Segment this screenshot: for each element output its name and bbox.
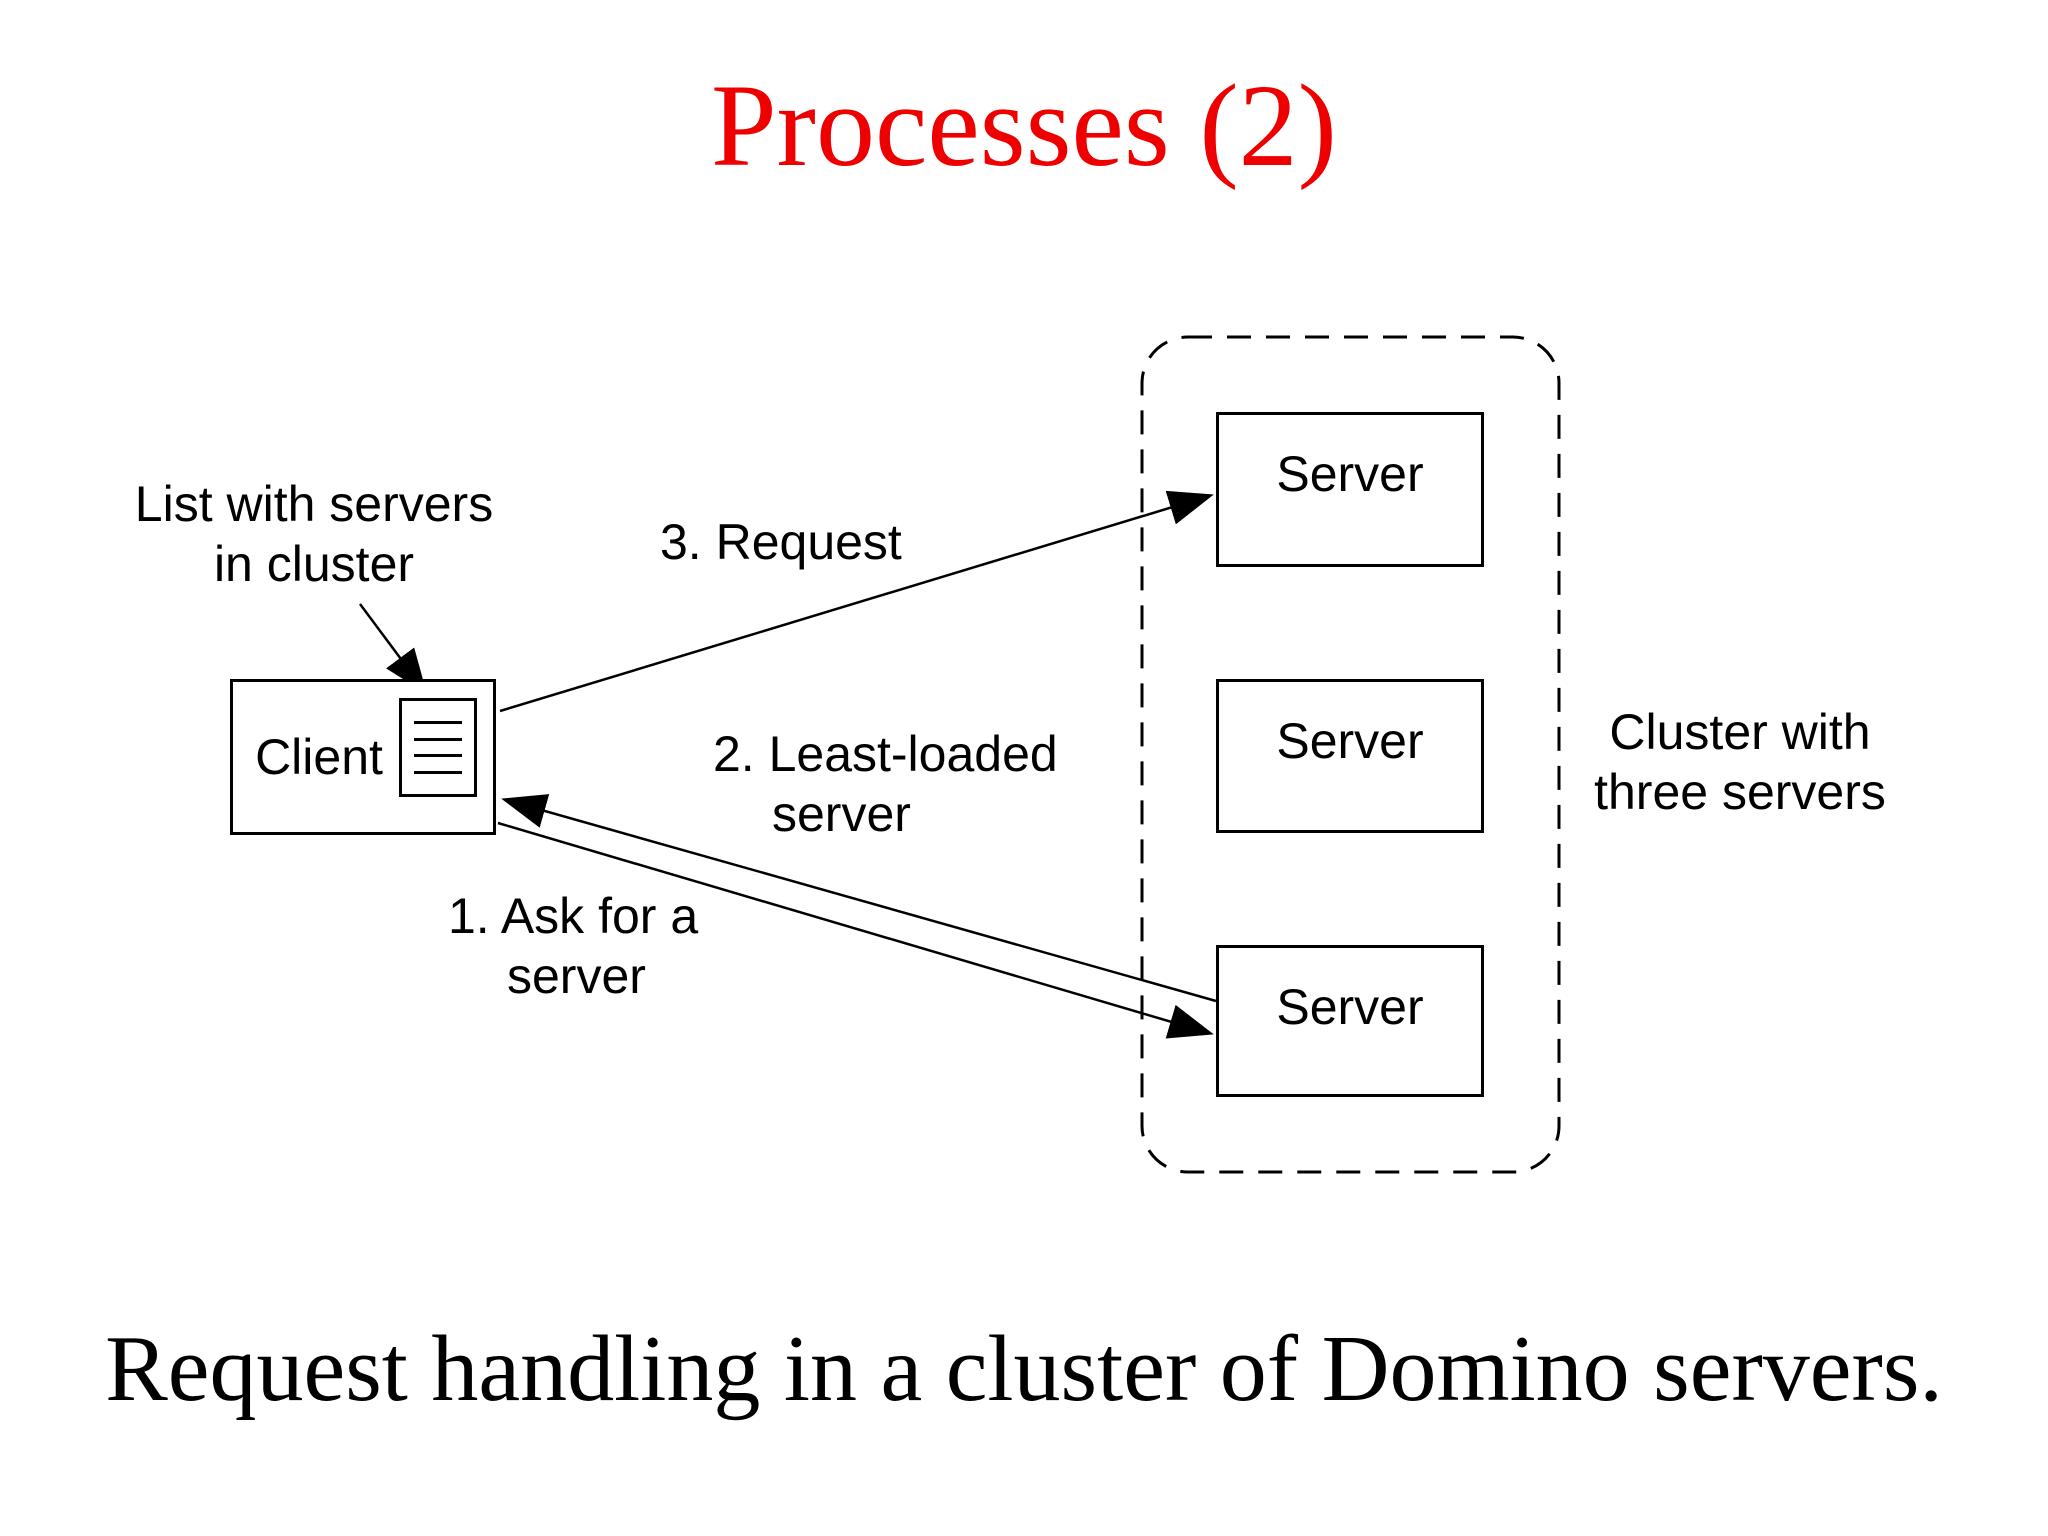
cluster-note: Cluster with three servers [1570, 702, 1910, 822]
server-label: Server [1276, 979, 1424, 1035]
list-line-icon [414, 720, 462, 724]
client-box: Client [230, 679, 496, 835]
list-line-icon [414, 754, 462, 758]
list-note-line1: List with servers [134, 476, 494, 532]
server-box-2: Server [1216, 679, 1484, 833]
list-note-arrow [358, 603, 427, 695]
slide-title: Processes (2) [711, 60, 1337, 191]
client-label: Client [255, 729, 383, 785]
cluster-note-line2: three servers [1594, 764, 1886, 820]
list-line-icon [414, 771, 462, 775]
slide-caption: Request handling in a cluster of Domino … [105, 1317, 1943, 1421]
step2-response-arrow [501, 794, 1217, 1003]
step3-request-arrow [499, 490, 1214, 713]
list-line-icon [414, 737, 462, 741]
step-1-line2: server [507, 948, 646, 1004]
list-note-line2: in cluster [213, 536, 415, 592]
step-2-label: 2. Least-loaded server [713, 724, 1058, 844]
step-2-line1: 2. Least-loaded [713, 726, 1058, 782]
server-box-3: Server [1216, 945, 1484, 1097]
server-label: Server [1276, 446, 1424, 502]
step-3-text: 3. Request [660, 514, 902, 570]
cluster-note-line1: Cluster with [1609, 704, 1871, 760]
server-label: Server [1276, 713, 1424, 769]
step1-ask-arrow [497, 821, 1214, 1039]
cluster-boundary [1140, 335, 1561, 1174]
step-3-label: 3. Request [660, 512, 902, 572]
server-list-icon [399, 698, 477, 797]
server-box-1: Server [1216, 412, 1484, 567]
step-1-line1: 1. Ask for a [448, 888, 699, 944]
list-note: List with servers in cluster [64, 474, 564, 594]
step-1-label: 1. Ask for a server [448, 886, 698, 1006]
step-2-line2: server [772, 786, 911, 842]
